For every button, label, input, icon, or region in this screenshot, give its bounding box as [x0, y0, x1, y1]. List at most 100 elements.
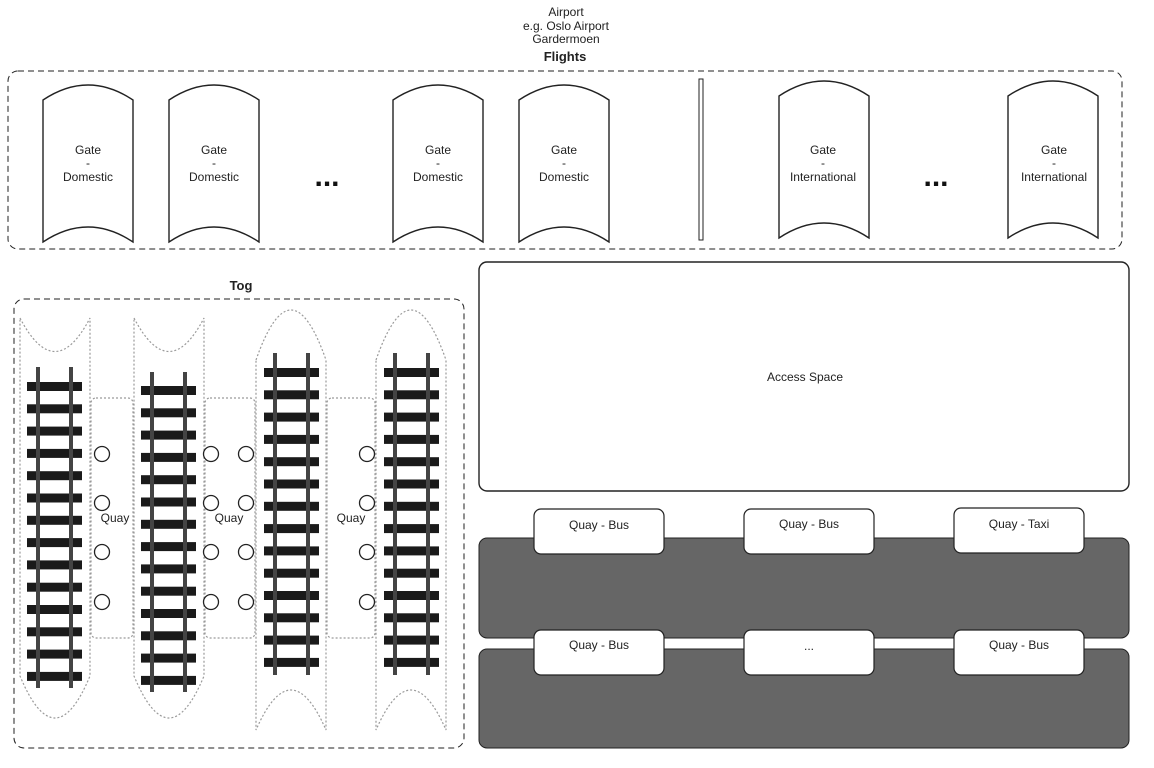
- quay-markers: [93, 445, 376, 611]
- gate-label-line-1: Gate: [201, 143, 227, 157]
- railway-tie: [384, 434, 439, 444]
- railway-tie: [264, 368, 319, 377]
- railway-tie: [27, 382, 82, 391]
- train-quay-label-3: Quay: [337, 511, 366, 525]
- gate-label-line-1: Gate: [551, 143, 577, 157]
- gate-label-line-1: Gate: [810, 143, 836, 157]
- gate-label-line-3: Domestic: [189, 170, 239, 184]
- gate-label-line-1: Gate: [425, 143, 451, 157]
- railway-rail: [426, 353, 430, 675]
- flights-container: [7, 70, 1123, 250]
- quay-marker-circle: [93, 593, 111, 611]
- road-quay-label: Quay - Bus: [989, 638, 1049, 652]
- train-quay-label-2: Quay: [215, 511, 244, 525]
- road-quay-label: Quay - Bus: [779, 517, 839, 531]
- road-quay-bus-top-1[interactable]: Quay - Bus: [533, 508, 665, 555]
- railway-tie: [27, 560, 82, 570]
- railway-tie: [384, 479, 439, 489]
- railway-tie: [141, 675, 196, 685]
- gate-label-line-2: -: [212, 156, 216, 170]
- quay-marker-circle: [202, 593, 220, 611]
- road-quay-taxi-top[interactable]: Quay - Taxi: [953, 507, 1085, 554]
- railway-tie: [27, 404, 82, 414]
- railway-tie: [141, 609, 196, 618]
- road-quay-bus-top-2[interactable]: Quay - Bus: [743, 508, 875, 555]
- railway-tie: [141, 653, 196, 663]
- railway-tie: [27, 627, 82, 637]
- gate-domestic-2[interactable]: Gate - Domestic: [168, 84, 260, 244]
- railway-tie: [27, 471, 82, 481]
- railway-tie: [384, 546, 439, 556]
- quay-marker-circle: [358, 445, 376, 463]
- gate-domestic-4[interactable]: Gate - Domestic: [518, 84, 610, 244]
- gate-domestic-3[interactable]: Gate - Domestic: [392, 84, 484, 244]
- railway-track-3: [264, 353, 319, 675]
- gate-label-line-1: Gate: [1041, 143, 1067, 157]
- railway-tracks: [27, 353, 439, 692]
- railway-tie: [384, 591, 439, 600]
- railway-track-1: [27, 367, 82, 688]
- railway-tie: [384, 501, 439, 511]
- railway-tie: [264, 501, 319, 511]
- road-quay-label: Quay - Bus: [569, 518, 629, 532]
- gate-label-line-2: -: [562, 156, 566, 170]
- railway-tie: [264, 524, 319, 534]
- road-quay-label: ...: [804, 639, 814, 653]
- road-quay-label: Quay - Taxi: [989, 517, 1049, 531]
- railway-tie: [141, 430, 196, 440]
- gate-international-1[interactable]: Gate - International: [778, 80, 870, 240]
- railway-tie: [264, 412, 319, 422]
- railway-tie: [264, 434, 319, 444]
- train-title: Tog: [230, 278, 253, 293]
- quay-marker-circle: [358, 593, 376, 611]
- railway-tie: [141, 631, 196, 641]
- railway-tie: [141, 564, 196, 574]
- train-quay-3[interactable]: [326, 397, 376, 639]
- railway-tie: [264, 635, 319, 645]
- railway-tie: [27, 448, 82, 458]
- quay-marker-circle: [237, 445, 255, 463]
- railway-rail: [273, 353, 277, 675]
- gate-label-line-3: Domestic: [539, 170, 589, 184]
- gate-label-line-1: Gate: [75, 143, 101, 157]
- railway-tie: [384, 613, 439, 623]
- gate-label-line-3: Domestic: [413, 170, 463, 184]
- track-bed-4: [375, 309, 447, 731]
- airport-title-line-2: e.g. Oslo Airport: [523, 19, 610, 33]
- track-bed-3: [255, 309, 327, 731]
- railway-rail: [69, 367, 73, 688]
- railway-tie: [264, 613, 319, 623]
- quay-marker-circle: [202, 445, 220, 463]
- train-quay-2[interactable]: [204, 397, 256, 639]
- railway-rail: [150, 372, 154, 692]
- railway-tie: [384, 635, 439, 645]
- railway-tie: [27, 493, 82, 503]
- gate-domestic-1[interactable]: Gate - Domestic: [42, 84, 134, 244]
- railway-rail: [393, 353, 397, 675]
- railway-tie: [27, 582, 82, 592]
- railway-tie: [384, 568, 439, 578]
- railway-track-2: [141, 372, 196, 692]
- road-quay-bus-bottom-1[interactable]: Quay - Bus: [533, 629, 665, 676]
- railway-tie: [27, 649, 82, 659]
- railway-tie: [141, 586, 196, 596]
- railway-tie: [384, 657, 439, 667]
- railway-rail: [306, 353, 310, 675]
- railway-tie: [27, 426, 82, 436]
- quay-marker-circle: [93, 494, 111, 512]
- quay-marker-circle: [93, 445, 111, 463]
- quay-marker-circle: [202, 494, 220, 512]
- train-quay-1[interactable]: [90, 397, 134, 639]
- gate-label-line-2: -: [821, 156, 825, 170]
- train-quay-label-1: Quay: [101, 511, 130, 525]
- road-quay-ellipsis-bottom[interactable]: ...: [743, 629, 875, 676]
- access-space-box[interactable]: [478, 261, 1130, 492]
- railway-tie: [141, 452, 196, 462]
- railway-tie: [384, 457, 439, 467]
- gate-international-2[interactable]: Gate - International: [1007, 80, 1099, 240]
- airport-title-line-1: Airport: [548, 5, 584, 19]
- train-container: [13, 298, 465, 749]
- railway-tie: [27, 515, 82, 525]
- road-quay-bus-bottom-2[interactable]: Quay - Bus: [953, 629, 1085, 676]
